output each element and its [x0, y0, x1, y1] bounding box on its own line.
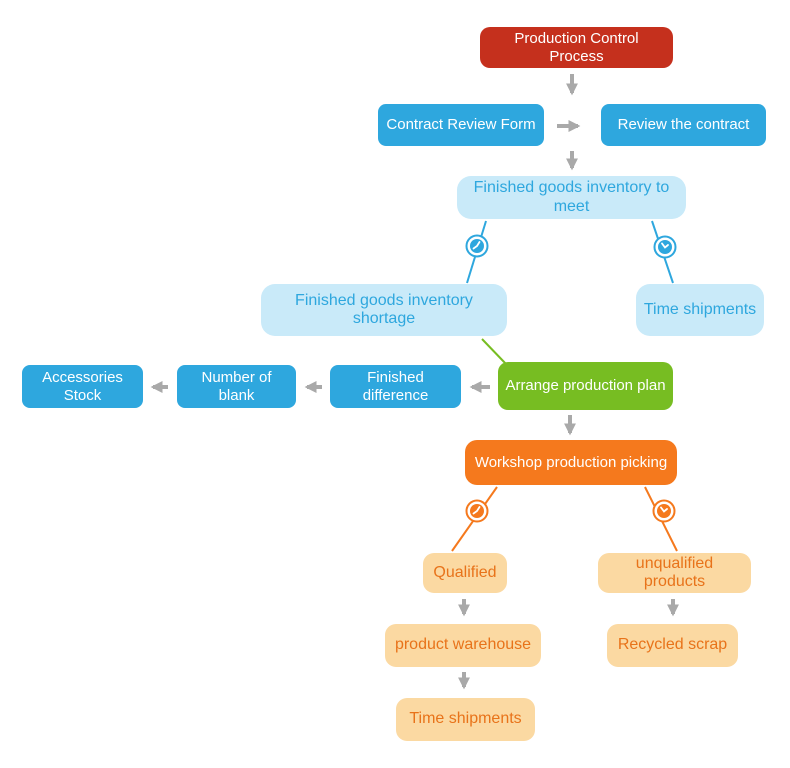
clock-icon [465, 234, 489, 258]
node-qualified: Qualified [423, 553, 507, 593]
clock-icon [652, 499, 676, 523]
node-finished-goods-inventory-shortage: Finished goods inventory shortage [261, 284, 507, 336]
node-finished-goods-inventory-to-meet: Finished goods inventory to meet [457, 176, 686, 219]
node-review-the-contract: Review the contract [601, 104, 766, 146]
node-time-shipments-upper: Time shipments [636, 284, 764, 336]
node-product-warehouse: product warehouse [385, 624, 541, 667]
node-time-shipments-lower: Time shipments [396, 698, 535, 741]
clock-icon [465, 499, 489, 523]
node-contract-review-form: Contract Review Form [378, 104, 544, 146]
node-workshop-production-picking: Workshop production picking [465, 440, 677, 485]
node-number-of-blank: Number of blank [177, 365, 296, 408]
node-accessories-stock: Accessories Stock [22, 365, 143, 408]
node-recycled-scrap: Recycled scrap [607, 624, 738, 667]
connector-shortage-to-plan [481, 338, 507, 365]
node-arrange-production-plan: Arrange production plan [498, 362, 673, 410]
clock-icon [653, 235, 677, 259]
node-unqualified-products: unqualified products [598, 553, 751, 593]
node-production-control-process: Production Control Process [480, 27, 673, 68]
node-finished-difference: Finished difference [330, 365, 461, 408]
